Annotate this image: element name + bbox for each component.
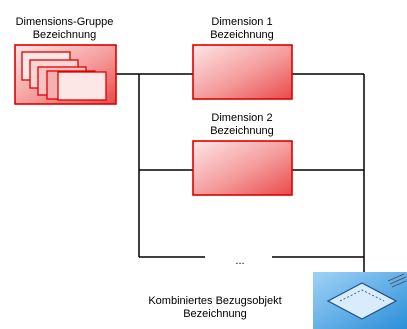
- dimension-group-label: Dimensions-Gruppe Bezeichnung: [4, 16, 125, 42]
- dimension-group-subtitle: Bezeichnung: [32, 29, 97, 41]
- dimension-2-label: Dimension 2 Bezeichnung: [186, 112, 298, 138]
- dimension-2-subtitle: Bezeichnung: [210, 125, 274, 137]
- combined-reference-object[interactable]: [313, 272, 407, 329]
- dimension-2-box[interactable]: [192, 140, 293, 196]
- dimension-1-label: Dimension 1 Bezeichnung: [186, 16, 298, 42]
- dimension-1-title: Dimension 1: [211, 16, 273, 28]
- combined-object-title: Kombiniertes Bezugsobjekt: [148, 295, 282, 307]
- dimension-1-box[interactable]: [192, 44, 293, 100]
- connector-lines: [116, 73, 365, 272]
- dimension-2-title: Dimension 2: [211, 112, 273, 124]
- ellipsis-label: ...: [235, 255, 245, 267]
- dimension-group-node[interactable]: [14, 44, 117, 105]
- dimension-1-subtitle: Bezeichnung: [210, 29, 274, 41]
- combined-object-subtitle: Bezeichnung: [183, 308, 247, 320]
- combined-object-label: Kombiniertes Bezugsobjekt Bezeichnung: [135, 295, 295, 321]
- dimension-group-title: Dimensions-Gruppe: [15, 16, 114, 28]
